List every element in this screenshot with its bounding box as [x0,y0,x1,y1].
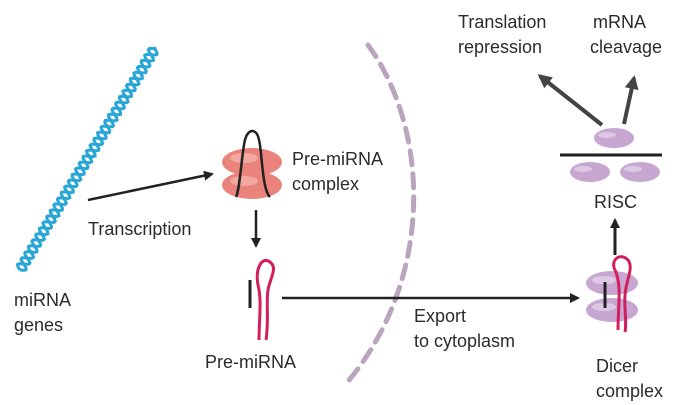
pre-mirna-complex-label-line1: Pre-miRNA [292,149,383,169]
pre-mirna-complex-label-line2: complex [292,174,359,194]
export-label-line2: to cytoplasm [414,331,515,351]
export-label-line1: Export [414,306,466,326]
risc-label: RISC [594,192,637,212]
pre-mirna-complex-icon [222,129,282,199]
dna-helix-icon [15,46,159,272]
pre-mirna-hairpin-icon [248,259,275,341]
nuclear-membrane [342,42,417,388]
mrna-cleavage-arrow [622,75,639,125]
dicer-complex-icon [586,255,638,333]
dicer-complex-label-line2: complex [596,381,663,401]
translation-repression-arrow [537,74,604,127]
mrna-cleavage-label-line1: mRNA [593,12,646,32]
dicer-complex-label-line1: Dicer [596,356,638,376]
translation-repression-label-line2: repression [458,37,542,57]
mirna-genes-label-line2: genes [14,315,63,335]
transcription-arrow [87,170,214,202]
mirna-genes-label-line1: miRNA [14,290,71,310]
mrna-cleavage-label-line2: cleavage [590,37,662,57]
risc-complex-icon [560,128,662,182]
translation-repression-label-line1: Translation [458,12,546,32]
pre-mirna-label: Pre-miRNA [205,352,296,372]
transcription-label: Transcription [88,219,191,239]
